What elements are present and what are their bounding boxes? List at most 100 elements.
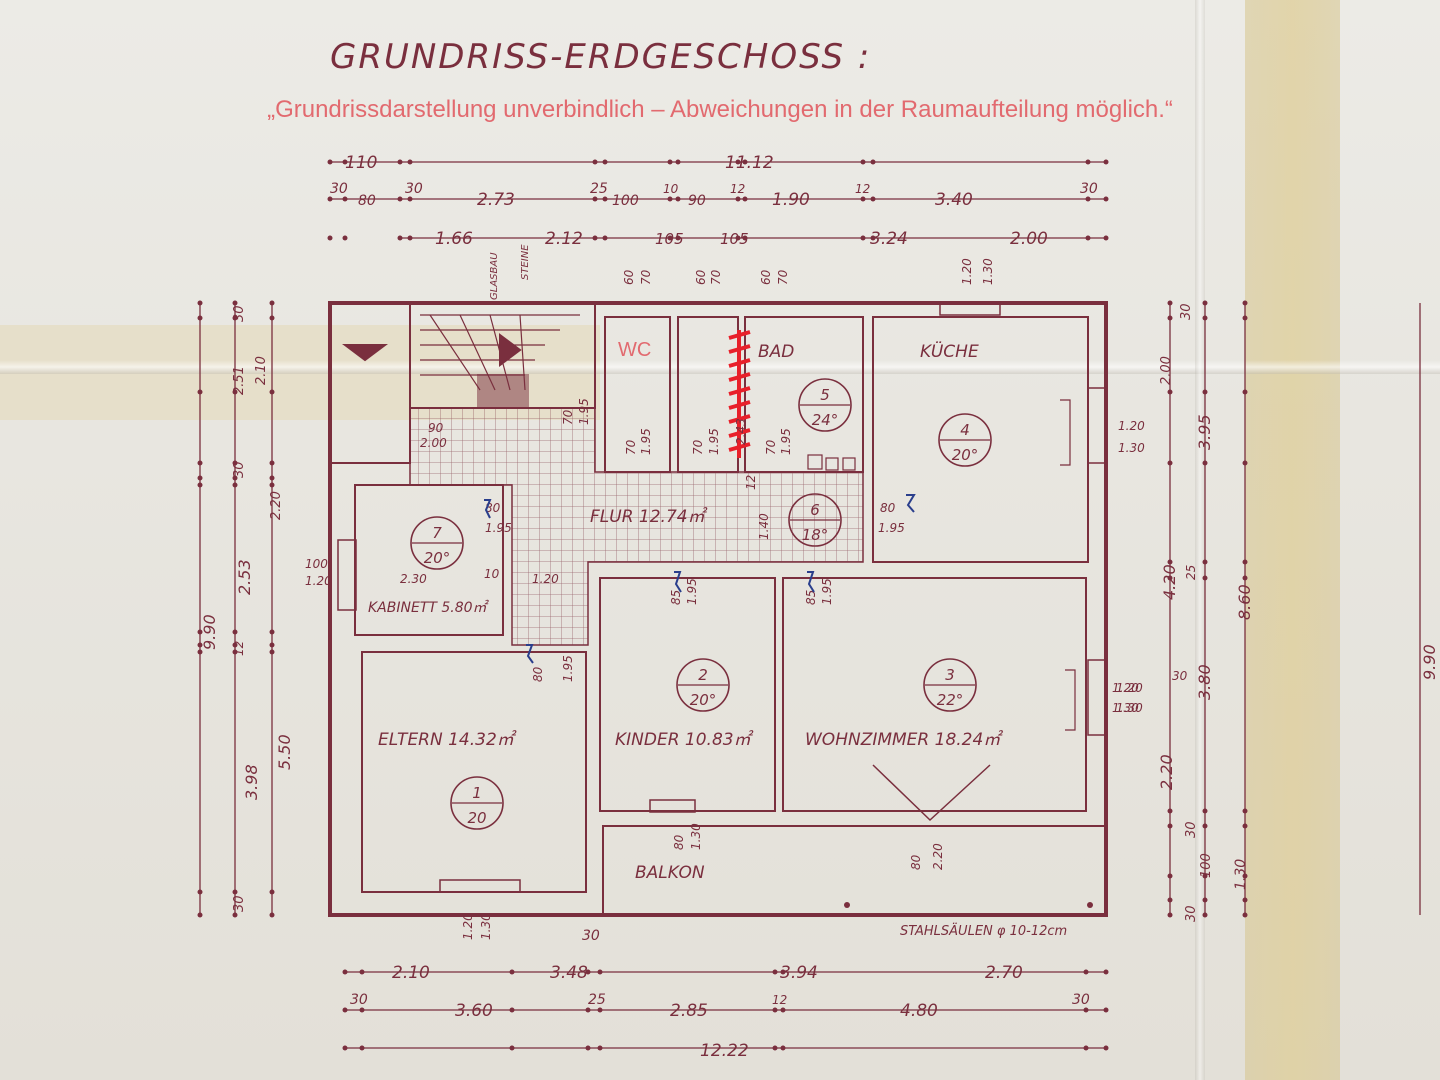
dimension-tick	[1167, 897, 1173, 903]
dimension-tick	[860, 235, 866, 241]
dim-bot2-a: 30	[350, 992, 368, 1008]
tape-strip-vertical	[1245, 0, 1340, 1080]
dimension-tick	[232, 889, 238, 895]
inner-dimension-label: 2.30	[400, 572, 427, 586]
inner-dimension-label: 1.30	[1116, 701, 1143, 715]
dimension-tick	[1103, 1007, 1109, 1013]
dimension-ticks	[197, 159, 1248, 1051]
dimension-tick	[735, 235, 741, 241]
inner-dimension-label: 60	[694, 269, 708, 285]
inner-dimension-label: 1.95	[485, 521, 512, 535]
room-label-wohnzimmer: WOHNZIMMER 18.24㎡	[805, 730, 1003, 750]
dimension-tick	[667, 159, 673, 165]
dimension-tick	[1242, 873, 1248, 879]
svg-text:7: 7	[432, 524, 442, 542]
balkon-area	[602, 825, 1107, 916]
dimension-tick	[269, 482, 275, 488]
room-label-eltern: ELTERN 14.32㎡	[378, 730, 517, 750]
dimension-tick	[342, 1007, 348, 1013]
dimension-tick	[1202, 460, 1208, 466]
dim-left-d: 30	[232, 461, 247, 478]
dim-right-a: 30	[1179, 303, 1194, 320]
dimension-tick	[602, 159, 608, 165]
dimension-tick	[407, 159, 413, 165]
room-badge-7: 7 20°	[410, 516, 464, 570]
dimension-tick	[1167, 389, 1173, 395]
inner-dimension-label: 2.20	[931, 843, 945, 870]
dimension-tick	[197, 482, 203, 488]
wc-label: WC	[618, 339, 651, 361]
svg-text:1: 1	[472, 784, 482, 802]
inner-dimension-label: 60	[759, 269, 773, 285]
inner-dimension-label: 1.20	[960, 258, 974, 285]
dimension-tick	[602, 235, 608, 241]
dimension-tick	[1242, 460, 1248, 466]
dim-bot2-g: 30	[1072, 992, 1090, 1008]
wc-marker	[728, 330, 751, 458]
dimension-tick	[1083, 1045, 1089, 1051]
dimension-tick	[742, 196, 748, 202]
dim-top3-f: 2.00	[1010, 229, 1048, 249]
dimension-tick	[1083, 969, 1089, 975]
dimension-tick	[407, 196, 413, 202]
dim-bot3-a: 12.22	[700, 1041, 749, 1061]
inner-dimension-label: 1.20	[1112, 681, 1139, 695]
dimension-tick	[1202, 808, 1208, 814]
dimension-tick	[1202, 559, 1208, 565]
dim-left-g: 12	[232, 641, 246, 656]
dimension-tick	[509, 969, 515, 975]
dimension-tick	[1202, 389, 1208, 395]
inner-dimension-label: 70	[639, 269, 653, 285]
dimension-tick	[1167, 300, 1173, 306]
dimension-tick	[197, 300, 203, 306]
dim-top3-d: 105	[720, 230, 749, 248]
dim-right-i: 30	[1184, 821, 1199, 838]
svg-text:22°: 22°	[937, 691, 964, 709]
dim-right-e: 25	[1184, 565, 1198, 580]
dimension-tick	[1167, 912, 1173, 918]
dimension-tick	[342, 159, 348, 165]
dimension-tick	[1167, 460, 1173, 466]
dim-top2-h: 90	[688, 193, 706, 209]
inner-dimension-label: 1.20	[461, 913, 475, 940]
inner-dimension-label: 80	[531, 666, 545, 682]
dimension-tick	[269, 649, 275, 655]
pen-marks	[484, 494, 916, 664]
inner-dimension-label: 80	[909, 854, 923, 870]
dimension-tick	[1083, 1007, 1089, 1013]
room-label-flur: FLUR 12.74㎡	[590, 507, 708, 527]
dimension-tick	[675, 235, 681, 241]
dimension-tick	[397, 159, 403, 165]
svg-text:3: 3	[945, 666, 955, 684]
inner-dimension-label: 1.30	[1118, 441, 1145, 455]
inner-dimension-label: 70	[764, 439, 778, 455]
dimension-tick	[1167, 808, 1173, 814]
dim-top3-a: 1.66	[435, 229, 473, 249]
svg-text:20°: 20°	[424, 549, 451, 567]
dimension-tick	[602, 196, 608, 202]
dimension-tick	[1242, 808, 1248, 814]
svg-text:2: 2	[698, 666, 708, 684]
inner-dimension-label: 80	[880, 501, 896, 515]
inner-dimension-label: 1.95	[685, 578, 699, 605]
dim-top3-e: 3.24	[870, 229, 908, 249]
dim-left-total: 9.90	[200, 614, 219, 650]
dim-top2-i: 12	[730, 182, 745, 196]
inner-dimension-label: 10	[484, 567, 500, 581]
dimension-tick	[232, 460, 238, 466]
dimension-tick	[342, 235, 348, 241]
dimension-tick	[342, 196, 348, 202]
dimension-tick	[780, 1045, 786, 1051]
dim-left-e: 2.20	[269, 491, 284, 520]
dimension-tick	[780, 969, 786, 975]
dimension-tick	[870, 235, 876, 241]
dimension-tick	[197, 389, 203, 395]
inner-dimension-label: 1.30	[1112, 701, 1139, 715]
dimension-tick	[870, 159, 876, 165]
dimension-tick	[342, 1045, 348, 1051]
room-badge-1: 1 20	[450, 776, 504, 830]
inner-dimension-label: 70	[561, 409, 575, 425]
dimension-tick	[1242, 897, 1248, 903]
dim-top2-b: 80	[358, 193, 376, 209]
label-steine: STEINE	[520, 244, 531, 280]
